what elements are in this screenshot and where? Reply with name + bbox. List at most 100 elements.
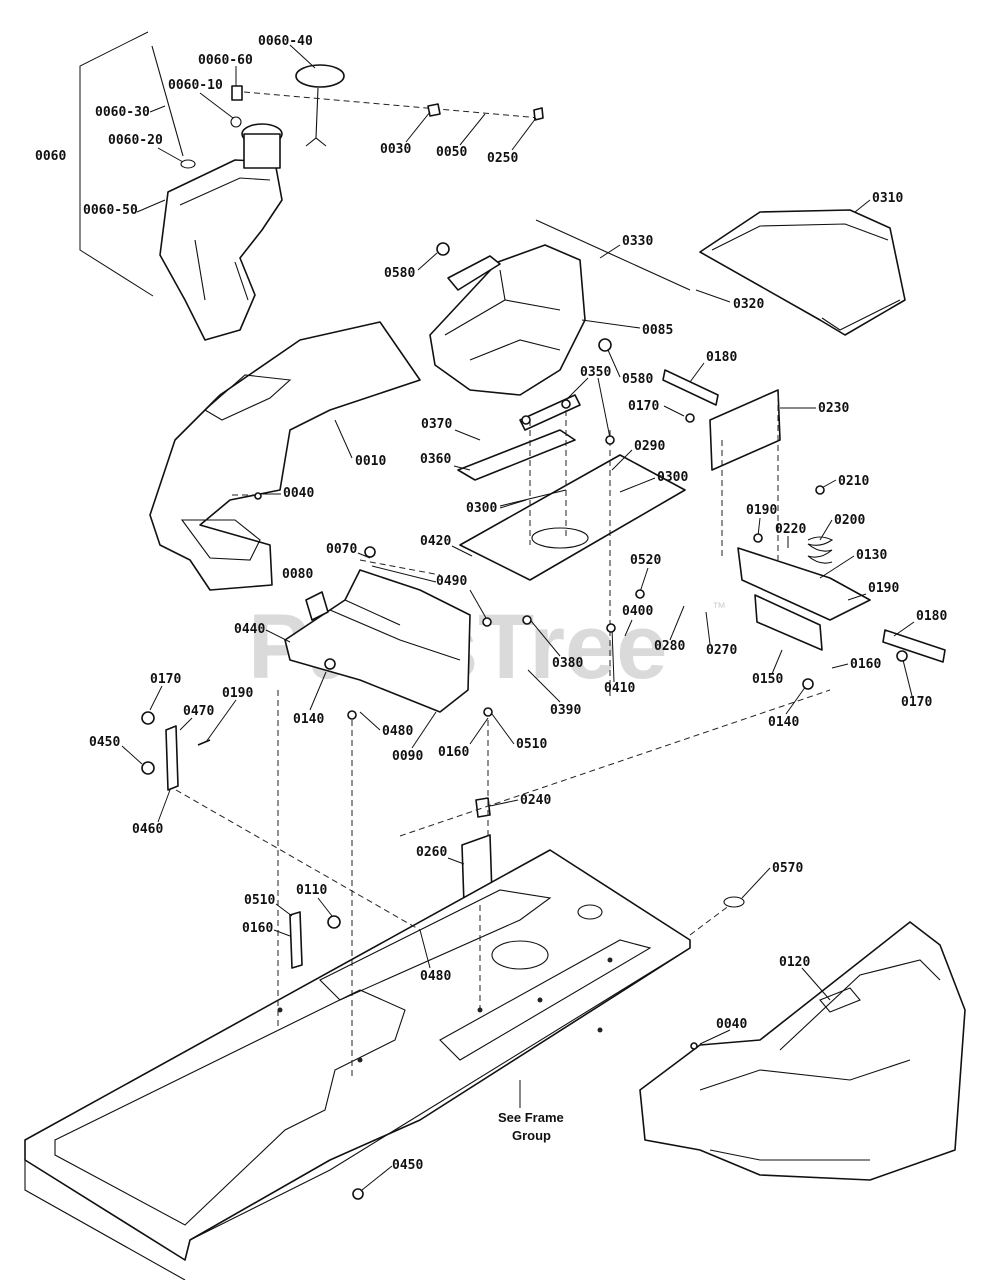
leader <box>157 789 171 823</box>
hood <box>535 209 906 336</box>
fuel-tank-bracket <box>79 31 154 297</box>
callout-0400: 0400 <box>622 604 653 619</box>
leader <box>565 377 589 401</box>
fuel-line-clip <box>305 87 327 147</box>
leader <box>901 655 913 697</box>
bracket-0180-lower <box>882 629 946 663</box>
leader <box>469 717 489 745</box>
center-panel <box>284 569 471 713</box>
leader <box>705 611 711 645</box>
callout-0260: 0260 <box>416 845 447 860</box>
seat-knob-b <box>598 338 612 352</box>
callout-0270: 0270 <box>706 643 737 658</box>
fastener <box>685 413 695 423</box>
leader <box>273 929 291 937</box>
leader <box>405 111 431 143</box>
callout-0060-50: 0060-50 <box>83 203 138 218</box>
callout-0190b: 0190 <box>868 581 899 596</box>
leader <box>619 477 656 493</box>
frame-body <box>24 849 691 1261</box>
callout-0080: 0080 <box>282 567 313 582</box>
callout-0580a: 0580 <box>384 266 415 281</box>
callout-0190c: 0190 <box>222 686 253 701</box>
leader <box>459 113 486 146</box>
callout-0150: 0150 <box>752 672 783 687</box>
leader <box>663 405 685 417</box>
callout-0140a: 0140 <box>293 712 324 727</box>
note-line-2: Group <box>512 1128 551 1143</box>
leader <box>275 903 293 917</box>
leader <box>491 713 515 745</box>
spring-0200 <box>807 536 834 564</box>
fastener <box>896 650 908 662</box>
leader <box>265 629 291 643</box>
leader <box>526 615 561 657</box>
center-panel-body <box>284 569 471 713</box>
fastener <box>347 710 357 720</box>
callout-0330: 0330 <box>622 234 653 249</box>
fuel-line-path <box>243 91 541 119</box>
callout-0290: 0290 <box>634 439 665 454</box>
leader <box>317 897 333 917</box>
callout-0060: 0060 <box>35 149 66 164</box>
main-frame <box>24 849 691 1280</box>
callout-0140b: 0140 <box>768 715 799 730</box>
callout-0220: 0220 <box>775 522 806 537</box>
leader <box>597 377 611 439</box>
rear-fender-contours <box>180 374 292 561</box>
fasteners <box>254 399 908 1200</box>
leader <box>757 517 761 537</box>
leader <box>136 199 166 213</box>
callout-0390: 0390 <box>550 703 581 718</box>
watermark-trademark: ™ <box>712 599 726 615</box>
fuel-gasket <box>180 159 196 169</box>
frame-hole <box>277 1007 283 1013</box>
fastener <box>753 533 763 543</box>
callout-0250: 0250 <box>487 151 518 166</box>
leader <box>289 44 316 69</box>
frame-slot-right <box>439 939 652 1061</box>
leader <box>499 499 527 509</box>
callout-0510a: 0510 <box>516 737 547 752</box>
bracket-0230 <box>709 389 781 471</box>
leader <box>699 1029 731 1045</box>
leader <box>854 199 871 213</box>
callout-0480b: 0480 <box>420 969 451 984</box>
see-frame-group-note: See Frame Group <box>498 1110 564 1143</box>
fuel-grommet <box>230 116 242 128</box>
callout-0570: 0570 <box>772 861 803 876</box>
fastener <box>483 707 493 717</box>
fuel-tank-group <box>79 31 544 341</box>
callout-0120: 0120 <box>779 955 810 970</box>
leader <box>157 147 184 163</box>
leader <box>801 967 831 1001</box>
callout-0240: 0240 <box>520 793 551 808</box>
bracket-0130 <box>737 547 871 621</box>
seat-slide <box>519 394 581 431</box>
callout-0440: 0440 <box>234 622 265 637</box>
callout-0350: 0350 <box>580 365 611 380</box>
fastener <box>482 617 492 627</box>
frame-hole <box>607 957 613 963</box>
leader <box>831 663 849 669</box>
leader <box>819 519 833 541</box>
leader <box>361 1165 393 1191</box>
seat-armrest <box>447 255 501 291</box>
leader <box>639 567 649 593</box>
callout-0060-30: 0060-30 <box>95 105 150 120</box>
leader-lines <box>121 44 915 1191</box>
leader <box>469 589 487 619</box>
callout-0050: 0050 <box>436 145 467 160</box>
assembly-line <box>689 904 731 936</box>
callout-0130: 0130 <box>856 548 887 563</box>
bracket-0150 <box>754 594 823 651</box>
callout-0030: 0030 <box>380 142 411 157</box>
callout-0060-20: 0060-20 <box>108 133 163 148</box>
callout-0490: 0490 <box>436 574 467 589</box>
callout-0170a: 0170 <box>628 399 659 414</box>
fuel-fitting <box>231 85 243 101</box>
callout-0060-40: 0060-40 <box>258 34 313 49</box>
callout-0190a: 0190 <box>746 503 777 518</box>
seat-spring-plate <box>457 429 576 481</box>
callout-0380: 0380 <box>552 656 583 671</box>
